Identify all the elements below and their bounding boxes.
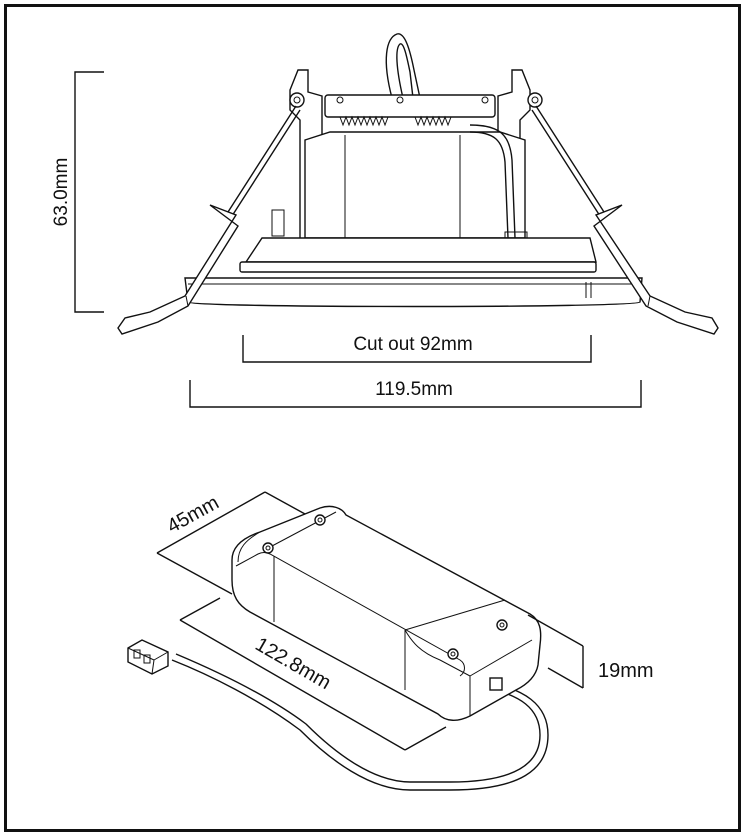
height-label: 63.0mm bbox=[51, 158, 72, 227]
driver-width-label: 45mm bbox=[163, 492, 222, 538]
driver-length-dimension bbox=[179, 597, 447, 751]
driver-height-label: 19mm bbox=[598, 660, 654, 682]
driver-height-dimension bbox=[527, 614, 584, 689]
drawing-frame bbox=[4, 4, 741, 832]
diameter-label: 119.5mm bbox=[375, 379, 453, 400]
diameter-dimension bbox=[189, 380, 642, 408]
cutout-dimension bbox=[242, 335, 592, 363]
led-driver-icon bbox=[127, 505, 549, 791]
downlight-side-view-icon bbox=[117, 33, 719, 335]
height-dimension bbox=[74, 71, 104, 313]
cutout-label: Cut out 92mm bbox=[353, 334, 472, 355]
driver-width-dimension bbox=[156, 491, 306, 595]
